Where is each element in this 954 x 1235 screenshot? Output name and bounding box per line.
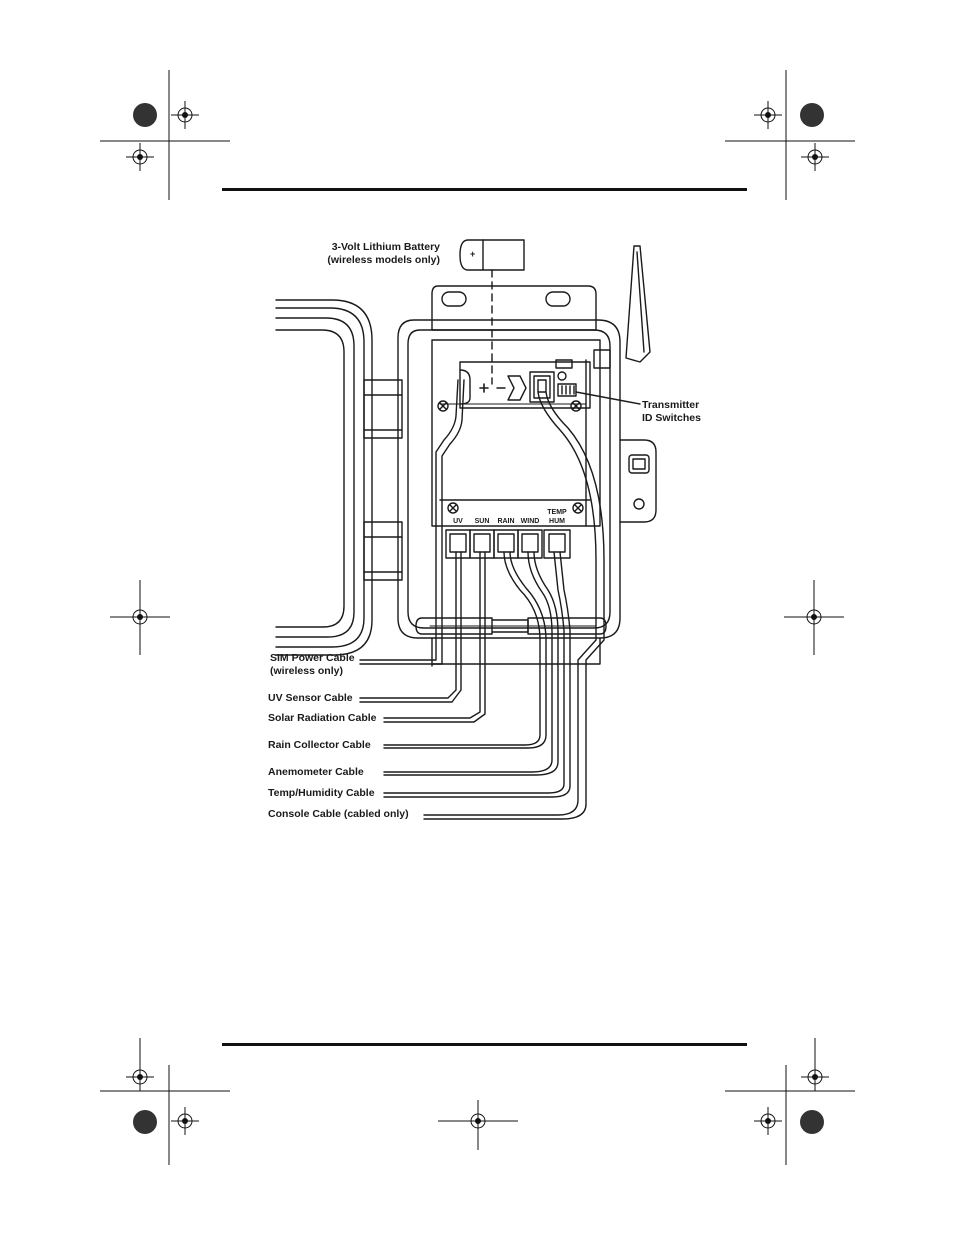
battery-board (459, 361, 591, 409)
cable-label-rain-collector: Rain Collector Cable (268, 739, 371, 751)
port-label-rain: RAIN (497, 518, 515, 525)
battery-label-line-1: 3-Volt Lithium Battery (331, 241, 440, 253)
rain-collector-cable (383, 551, 547, 749)
cable-label-uv-sensor: UV Sensor Cable (268, 692, 353, 704)
cable-label-console: Console Cable (cabled only) (268, 808, 409, 820)
battery-icon (459, 239, 525, 385)
port-label-sun: SUN (474, 518, 490, 525)
board-screws (437, 400, 584, 514)
battery-plus (479, 383, 489, 393)
anemometer-cable (383, 551, 559, 776)
side-latch (619, 439, 657, 523)
cable-clamp (415, 617, 607, 635)
registration-mark-bottom-left (100, 1038, 230, 1165)
housing-base (431, 637, 601, 665)
registration-mark-mid-left (110, 580, 170, 655)
open-cover (275, 299, 373, 656)
battery-label: 3-Volt Lithium Battery (wireless models … (322, 241, 440, 267)
registration-mark-bottom-right (725, 1038, 855, 1165)
battery-label-line-2: (wireless models only) (327, 254, 440, 266)
cable-label-sim-power-note: (wireless only) (270, 665, 343, 677)
hinges (363, 379, 403, 581)
solar-radiation-cable (383, 551, 486, 723)
console-jack (529, 371, 555, 403)
transmitter-label-line-1: Transmitter (642, 399, 700, 411)
port-label-uv: UV (453, 518, 463, 525)
uv-sensor-cable (359, 551, 462, 703)
sensor-port-strip (439, 499, 591, 559)
cable-label-anemometer: Anemometer Cable (268, 766, 364, 778)
cable-label-sim-power: SIM Power Cable (270, 652, 355, 664)
transmitter-id-switches (555, 359, 641, 405)
battery-plus-label: + (470, 249, 476, 259)
console-cable (423, 391, 605, 820)
cable-label-temp-humidity: Temp/Humidity Cable (268, 787, 375, 799)
port-label-hum: HUM (549, 518, 565, 525)
cable-label-solar-radiation: Solar Radiation Cable (268, 712, 377, 724)
port-label-wind: WIND (520, 518, 540, 525)
transmitter-label: Transmitter ID Switches (642, 399, 701, 425)
temp-humidity-cable (383, 551, 571, 798)
antenna (593, 245, 651, 369)
registration-mark-mid-right (784, 580, 844, 655)
transmitter-label-line-2: ID Switches (642, 412, 701, 424)
registration-mark-top-left (100, 70, 230, 200)
sim-power-cable (359, 379, 465, 665)
registration-mark-top-right (725, 70, 855, 200)
header-rule (222, 188, 747, 191)
port-label-temp: TEMP (547, 509, 567, 516)
footer-rule (222, 1043, 747, 1046)
registration-mark-bottom-center (438, 1100, 518, 1150)
